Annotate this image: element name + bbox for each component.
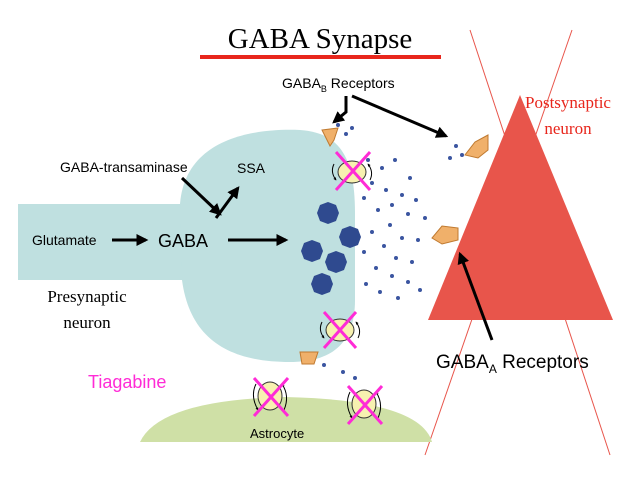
gaba-b-receptors-label: GABAB Receptors — [282, 75, 395, 94]
block-cross-icon — [322, 311, 358, 349]
gaba-b-receptor-presynaptic — [321, 127, 339, 147]
presynaptic-label-line1: Presynaptic — [47, 287, 127, 306]
diagram-title: GABA Synapse — [228, 23, 412, 55]
astrocyte-label: Astrocyte — [250, 426, 304, 441]
arrow-gaba-b-presynaptic — [332, 96, 348, 124]
vesicle — [317, 202, 339, 224]
glutamate-label: Glutamate — [32, 232, 97, 248]
presynaptic-terminal — [180, 129, 355, 362]
ssa-label: SSA — [237, 160, 266, 176]
vesicle — [339, 226, 361, 248]
gat-transporter-astrocyte-left — [252, 376, 290, 418]
postsynaptic-label-line2: neuron — [544, 119, 592, 138]
block-cross-icon — [334, 150, 372, 192]
gat-transporter-top — [331, 150, 373, 192]
gat-transporter-astrocyte-right — [346, 384, 384, 426]
block-cross-icon — [346, 384, 384, 426]
gaba-label: GABA — [158, 231, 208, 251]
vesicle — [311, 273, 333, 295]
gaba-b-receptor-postsynaptic — [464, 134, 489, 159]
gaba-molecules — [322, 123, 464, 380]
tiagabine-label: Tiagabine — [88, 372, 166, 392]
gaba-transaminase-label: GABA-transaminase — [60, 159, 188, 175]
postsynaptic-neuron — [428, 95, 613, 320]
arrow-gaba-b-postsynaptic — [351, 94, 449, 138]
gaba-vesicles — [301, 202, 361, 295]
gaba-a-receptor — [431, 225, 459, 245]
gat-transporter-lower — [319, 311, 361, 349]
gaba-b-receptor-lower — [299, 351, 319, 365]
vesicle — [325, 251, 347, 273]
arrow-gaba-a-receptor — [457, 251, 494, 341]
presynaptic-label-line2: neuron — [63, 313, 111, 332]
block-cross-icon — [252, 376, 290, 418]
postsynaptic-label-line1: Postsynaptic — [525, 93, 611, 112]
gaba-a-receptors-label: GABAA Receptors — [436, 352, 589, 376]
arrow-transaminase-to-ssa — [180, 176, 222, 216]
vesicle — [301, 240, 323, 262]
